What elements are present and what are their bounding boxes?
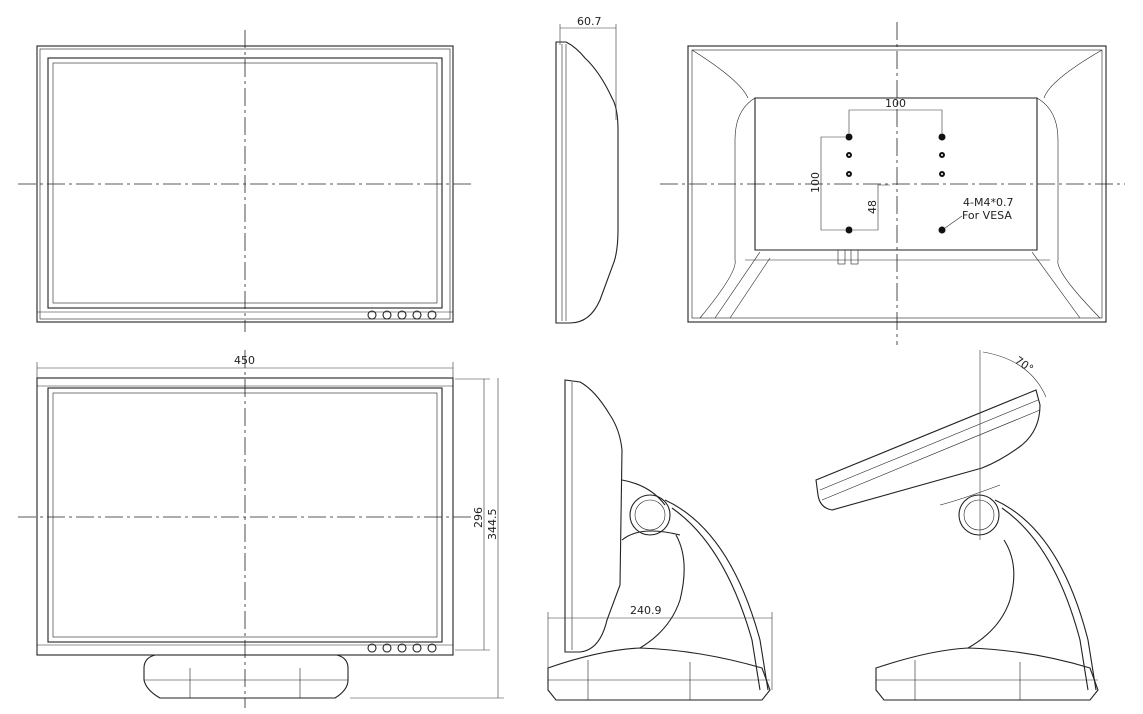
front-stand-view: 450 296 344.5: [18, 350, 504, 708]
vesa-vertical-label: 100: [809, 172, 822, 193]
tilted-view: 70°: [815, 350, 1099, 701]
vesa-screw-label: 4-M4*0.7: [963, 196, 1013, 209]
side-depth-label: 60.7: [577, 15, 602, 28]
total-height-label: 344.5: [486, 509, 499, 541]
vesa-offset-label: 48: [866, 200, 879, 214]
screen-height-label: 296: [472, 507, 485, 528]
side-view: 60.7: [555, 15, 619, 324]
vesa-holes: [845, 133, 946, 234]
tilt-angle-label: 70°: [1012, 354, 1035, 376]
front-view: [18, 30, 475, 332]
width-label: 450: [234, 354, 255, 367]
rear-view: 100 100 48 4-M4*0.7 For VESA: [660, 22, 1125, 345]
front-buttons: [367, 310, 437, 320]
base-depth-label: 240.9: [630, 604, 662, 617]
vesa-horizontal-label: 100: [885, 97, 906, 110]
side-stand-view: 240.9: [547, 379, 773, 701]
front-buttons-2: [367, 643, 437, 653]
vesa-note-label: For VESA: [962, 209, 1012, 222]
